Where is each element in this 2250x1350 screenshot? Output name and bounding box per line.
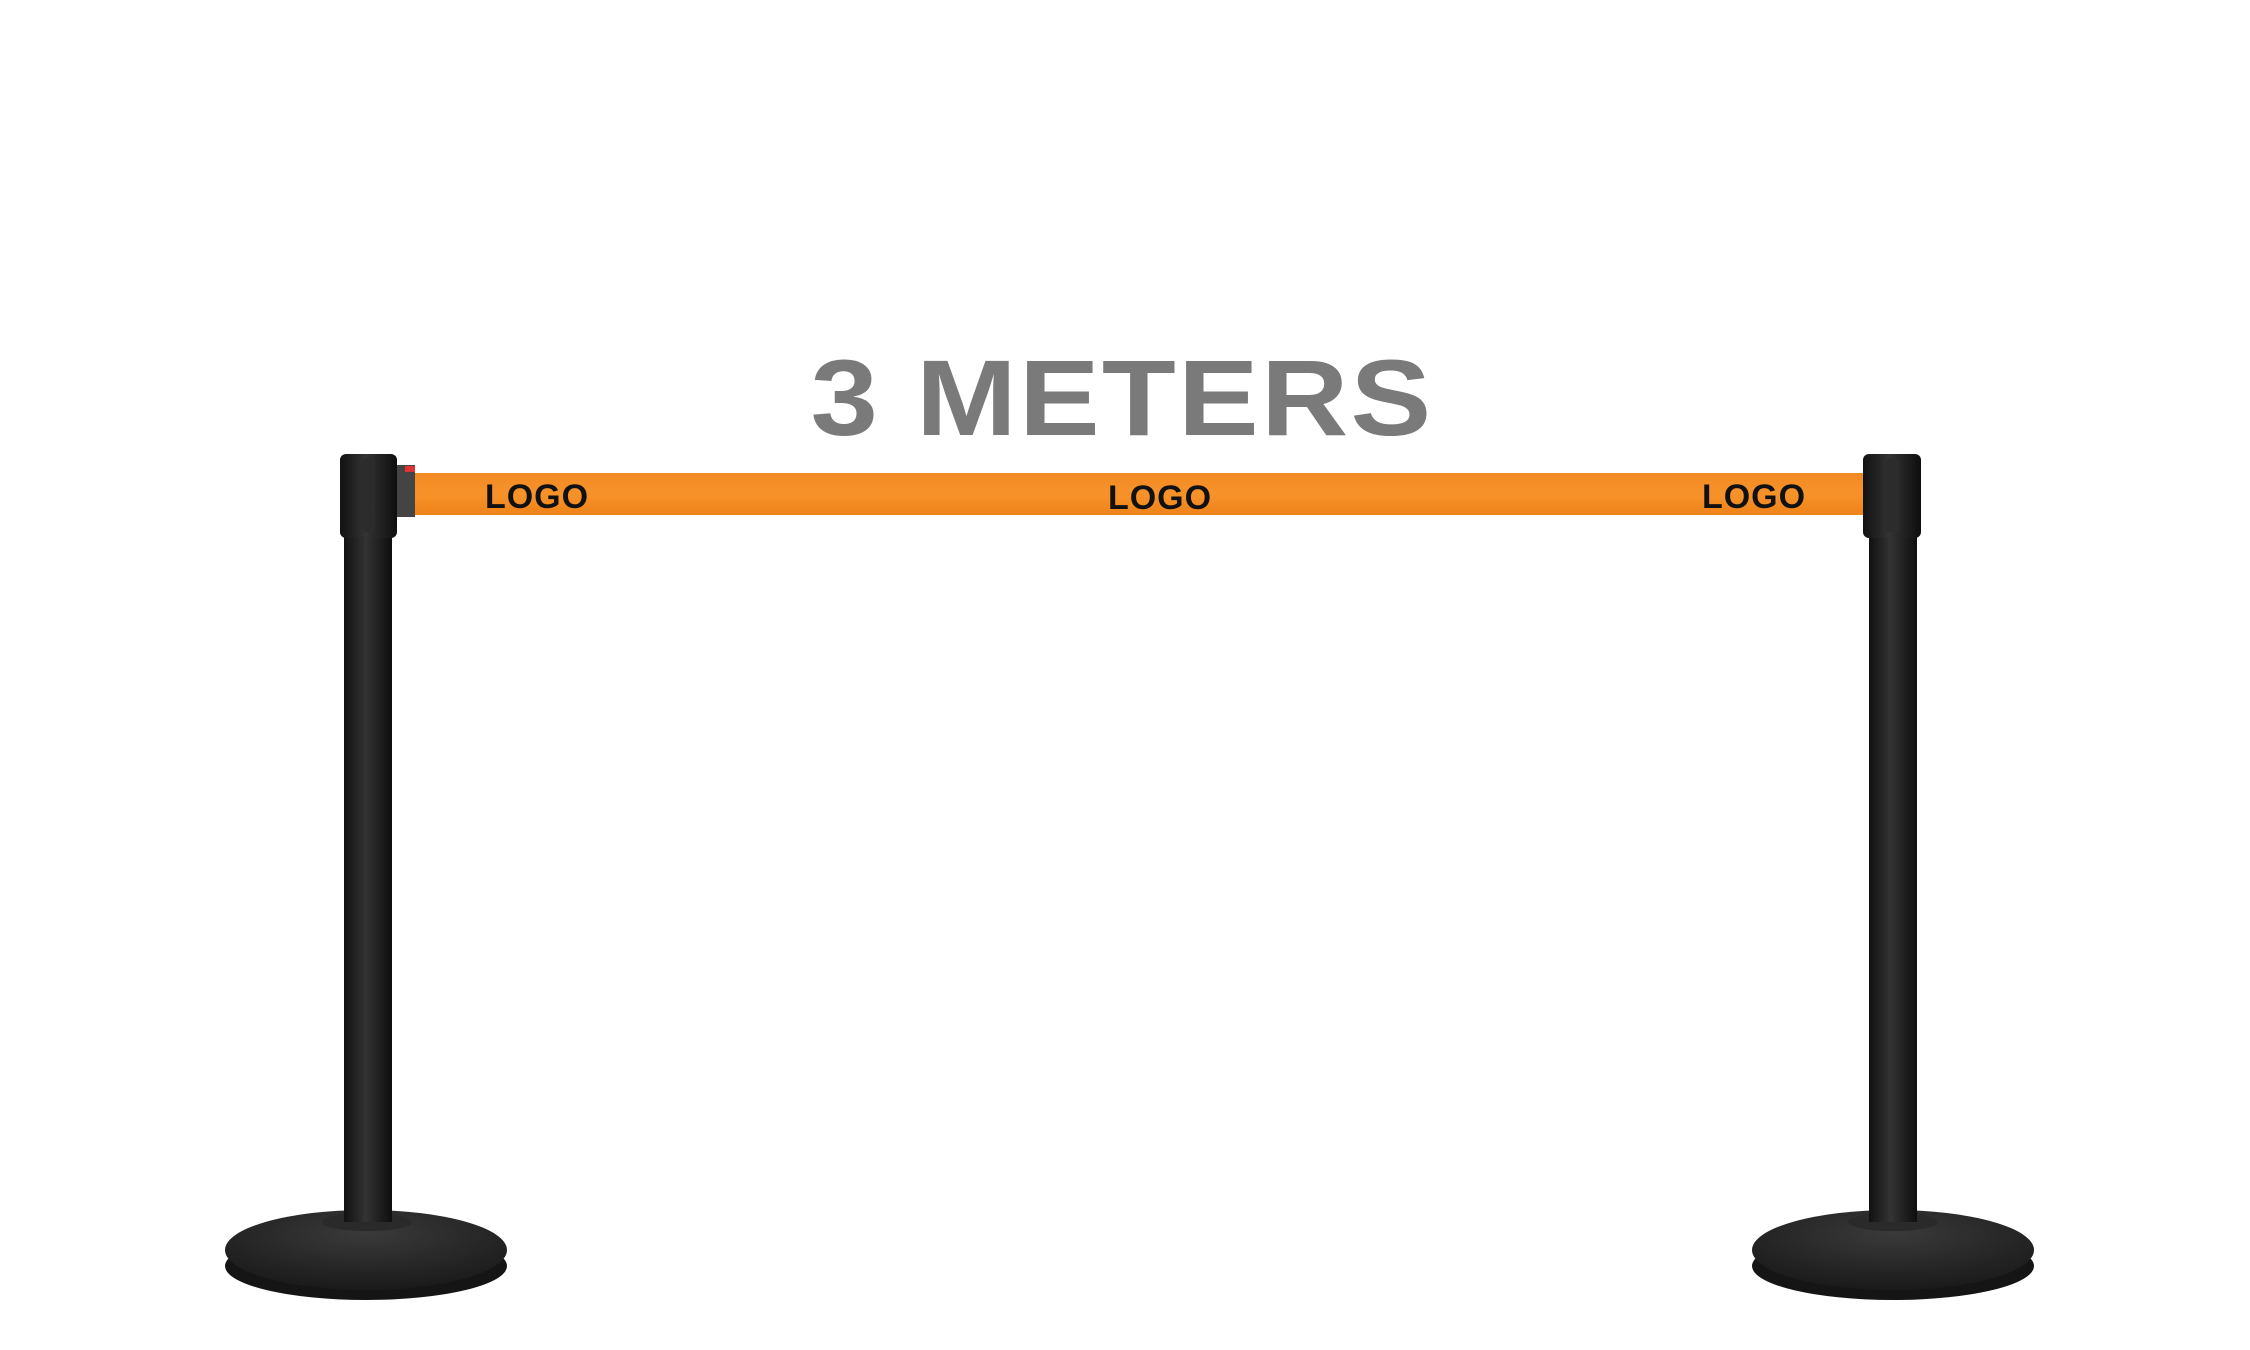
left-stanchion bbox=[225, 454, 507, 1300]
belt-logo-right: LOGO bbox=[1702, 478, 1806, 516]
retractable-belt: LOGO LOGO LOGO bbox=[412, 473, 1867, 517]
length-text: 3 METERS bbox=[810, 337, 1434, 458]
length-label: 3 METERS bbox=[0, 335, 2250, 460]
belt-logo-center: LOGO bbox=[1108, 479, 1212, 517]
belt-logo-left: LOGO bbox=[485, 478, 589, 516]
right-stanchion bbox=[1752, 454, 2034, 1300]
